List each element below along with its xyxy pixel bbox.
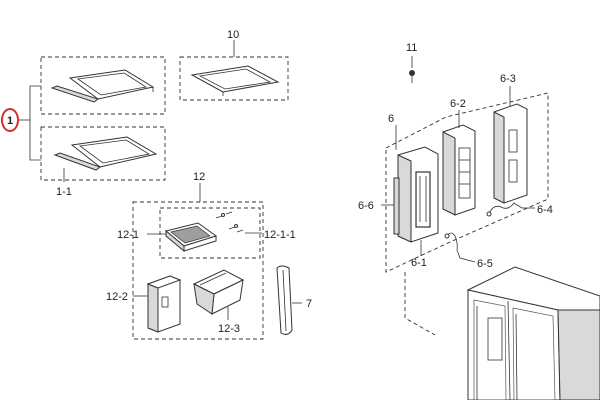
icemaker-box-12-1 xyxy=(159,207,261,259)
ice-bucket-rim xyxy=(199,272,227,286)
shelf-upper-glass xyxy=(76,72,148,96)
fridge-door-glass-right xyxy=(512,307,556,400)
callout-6-1: 6-1 xyxy=(411,257,427,269)
ice-tray-front xyxy=(183,235,217,252)
shelf-upper-trim xyxy=(50,85,100,103)
icemaker-cover-top xyxy=(146,275,182,289)
dispenser-rear-panel-side xyxy=(493,111,505,204)
dispenser-rear-window-1 xyxy=(508,129,518,153)
icemaker-group-12: 12 12-1 12-1-1 12-2 12-3 xyxy=(106,171,296,340)
fridge-dispenser-recess xyxy=(487,317,503,361)
fridge-side xyxy=(557,309,600,400)
screw-set xyxy=(215,211,244,233)
screw-11 xyxy=(409,70,415,76)
fridge-front xyxy=(467,289,561,400)
wire-6-4 xyxy=(488,202,523,215)
cover-strip-7-edge xyxy=(282,269,287,332)
callout-1-1: 1-1 xyxy=(56,186,72,198)
ice-bucket-side xyxy=(193,283,215,315)
icemaker-cover-side xyxy=(147,283,159,333)
callout-12-1-1: 12-1-1 xyxy=(264,229,296,241)
wire-6-5 xyxy=(446,232,476,263)
shelf-lower-glass xyxy=(78,139,151,164)
fridge-door-split xyxy=(507,300,511,400)
shelf-10-frame xyxy=(190,65,280,93)
bracket-1 xyxy=(29,85,41,161)
dispenser-panel-side xyxy=(397,154,412,243)
highlight-ring xyxy=(1,108,19,132)
cover-strip-7: 7 xyxy=(276,265,312,335)
shelf-box-10 xyxy=(179,56,289,101)
callout-12-1: 12-1 xyxy=(117,229,139,241)
shelf-lower-trim xyxy=(53,152,102,171)
callout-6: 6 xyxy=(388,113,394,125)
dispenser-rear-window-2 xyxy=(508,159,518,183)
icemaker-box-12 xyxy=(132,201,264,340)
shelf-group-1: 1 1-1 xyxy=(1,56,166,198)
dispenser-box-6 xyxy=(385,92,549,273)
shelf-group-10: 10 xyxy=(179,29,289,101)
shelf-box-lower xyxy=(40,126,166,181)
callout-12-2: 12-2 xyxy=(106,291,128,303)
dispenser-bracket-side xyxy=(442,131,456,216)
callout-11: 11 xyxy=(406,42,417,54)
callout-6-4: 6-4 xyxy=(537,204,553,216)
dispenser-group-6: 6 11 6-1 6-6 6-2 6-3 xyxy=(358,42,553,336)
callout-1: 1 xyxy=(7,115,13,127)
dispenser-panel-slot xyxy=(415,171,431,228)
shelf-10-glass xyxy=(198,68,272,90)
callout-6-3: 6-3 xyxy=(500,73,516,85)
callout-6-6: 6-6 xyxy=(358,200,374,212)
callout-12: 12 xyxy=(193,171,205,183)
ice-tray-grid xyxy=(170,225,211,244)
refrigerator xyxy=(466,266,600,400)
fridge-door-glass-left xyxy=(473,299,507,400)
callout-7: 7 xyxy=(306,298,312,310)
dispenser-bracket-opening xyxy=(458,147,471,199)
leader-to-fridge xyxy=(404,272,436,336)
callout-12-3: 12-3 xyxy=(218,323,240,335)
icemaker-cover-window xyxy=(161,296,169,308)
dispenser-strip-6-6 xyxy=(393,177,400,235)
callout-10: 10 xyxy=(227,29,239,41)
callout-6-5: 6-5 xyxy=(477,258,493,270)
callout-6-2: 6-2 xyxy=(450,98,466,110)
